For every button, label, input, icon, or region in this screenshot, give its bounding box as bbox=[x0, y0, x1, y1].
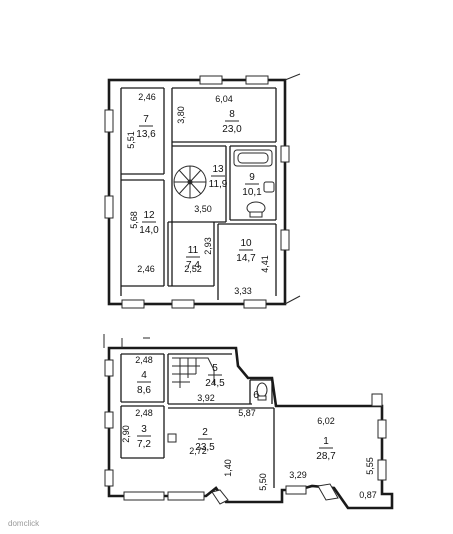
lower-window bbox=[123, 491, 165, 501]
room-10-area: 14,7 bbox=[236, 253, 256, 264]
dimension-label: 3,92 bbox=[197, 393, 215, 403]
dimension-label: 0,87 bbox=[359, 490, 377, 500]
room-4-number: 4 bbox=[141, 370, 147, 381]
lower-outer-wall bbox=[107, 346, 394, 510]
dimension-label: 5,87 bbox=[238, 408, 256, 418]
room-2-area: 23,5 bbox=[195, 442, 215, 453]
room-5-number: 5 bbox=[212, 363, 218, 374]
dimension-label: 6,02 bbox=[317, 416, 335, 426]
dimension-label: 5,50 bbox=[258, 473, 268, 491]
toilet-icon bbox=[256, 382, 268, 401]
room-10-number: 10 bbox=[240, 238, 252, 249]
upper-roof-stub bbox=[284, 73, 301, 81]
dimension-label: 5,68 bbox=[129, 211, 139, 229]
room-12-area: 14,0 bbox=[139, 225, 159, 236]
upper-window bbox=[104, 195, 114, 219]
radiator-icon bbox=[167, 433, 177, 443]
dimension-label: 3,50 bbox=[194, 204, 212, 214]
upper-outer-wall bbox=[107, 78, 287, 306]
room-9-area: 10,1 bbox=[242, 187, 262, 198]
dimension-label: 2,46 bbox=[138, 92, 156, 102]
room-7-area: 13,6 bbox=[136, 129, 156, 140]
room-7-number: 7 bbox=[143, 114, 149, 125]
dimension-label: 6,04 bbox=[215, 94, 233, 104]
lower-bay-window bbox=[317, 483, 339, 501]
dimension-label: 3,80 bbox=[176, 106, 186, 124]
lower-window bbox=[167, 491, 205, 501]
upper-window bbox=[171, 299, 195, 309]
upper-window bbox=[243, 299, 267, 309]
dimension-label: 2,48 bbox=[135, 355, 153, 365]
watermark-text: domclick bbox=[8, 519, 40, 528]
dimension-label: 2,93 bbox=[203, 237, 213, 255]
sink-icon bbox=[263, 181, 275, 193]
room-3-number: 3 bbox=[141, 424, 147, 435]
room-8-number: 8 bbox=[229, 109, 235, 120]
room-1-number: 1 bbox=[323, 436, 329, 447]
room-3-area: 7,2 bbox=[137, 439, 151, 450]
dimension-label: 2,72 bbox=[189, 446, 207, 456]
room-13-area: 11,9 bbox=[209, 179, 228, 190]
room-11-number: 11 bbox=[188, 245, 199, 256]
lower-bay-window bbox=[211, 489, 229, 505]
lower-window bbox=[377, 419, 387, 439]
room-5-area: 24,5 bbox=[205, 378, 225, 389]
dimension-label: 2,90 bbox=[121, 425, 131, 443]
lower-window bbox=[104, 359, 114, 377]
upper-window bbox=[245, 75, 269, 85]
dimension-label: 2,46 bbox=[137, 264, 155, 274]
upper-window bbox=[280, 145, 290, 163]
dimension-label: 5,55 bbox=[365, 457, 375, 475]
upper-window bbox=[121, 299, 145, 309]
upper-window bbox=[199, 75, 223, 85]
bathtub-icon bbox=[233, 149, 273, 167]
upper-roof-stub-bottom bbox=[284, 295, 301, 305]
dimension-label: 3,29 bbox=[289, 470, 307, 480]
room-9-number: 9 bbox=[249, 172, 255, 183]
upper-floor-plan: 7 13,6 8 23,0 9 10,1 10 14,7 11 7,4 12 1… bbox=[104, 73, 301, 309]
upper-window bbox=[280, 229, 290, 251]
upper-window bbox=[104, 109, 114, 133]
dimension-label: 3,33 bbox=[234, 286, 252, 296]
lower-window bbox=[371, 393, 383, 407]
dimension-label: 2,48 bbox=[135, 408, 153, 418]
dimension-label: 2,52 bbox=[184, 264, 202, 274]
lower-window bbox=[104, 469, 114, 487]
room-12-number: 12 bbox=[143, 210, 155, 221]
toilet-icon bbox=[246, 201, 266, 218]
lower-floor-plan: 1 28,7 2 23,5 3 7,2 4 8,6 5 24,5 6 2,48 … bbox=[103, 334, 394, 510]
dimension-label: 1,40 bbox=[223, 459, 233, 477]
lower-window bbox=[285, 485, 307, 495]
lower-window bbox=[377, 459, 387, 481]
room-2-number: 2 bbox=[202, 427, 208, 438]
dimension-label: 5,51 bbox=[126, 131, 136, 149]
room-1-area: 28,7 bbox=[316, 451, 336, 462]
room-13-number: 13 bbox=[212, 164, 224, 175]
room-6-number: 6 bbox=[253, 390, 259, 401]
room-4-area: 8,6 bbox=[137, 385, 151, 396]
room-8-area: 23,0 bbox=[222, 124, 242, 135]
spiral-stair-icon bbox=[173, 165, 207, 199]
lower-window bbox=[104, 411, 114, 429]
stair-icon bbox=[172, 357, 215, 388]
dimension-label: 4,41 bbox=[260, 255, 270, 273]
room-11-area: 7,4 bbox=[186, 260, 200, 271]
